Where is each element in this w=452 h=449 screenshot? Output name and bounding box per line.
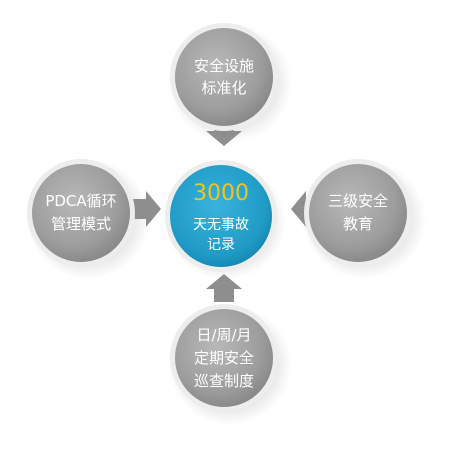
arrow-bottom-up-icon (206, 274, 242, 302)
node-top: 安全设施 标准化 (170, 23, 278, 131)
center-circle (170, 165, 272, 267)
node-top-line2: 标准化 (201, 79, 246, 97)
center-node: 3000 天无事故 记录 (165, 160, 277, 272)
node-right: 三级安全 教育 (304, 159, 412, 267)
node-top-circle (175, 28, 273, 126)
node-bottom-line1: 日/周/月 (196, 326, 251, 344)
node-right-line1: 三级安全 (328, 192, 388, 210)
node-top-line1: 安全设施 (194, 57, 254, 75)
node-right-circle (309, 164, 407, 262)
node-left-line2: 管理模式 (51, 215, 111, 233)
node-bottom-line3: 巡查制度 (194, 372, 254, 390)
node-bottom-line2: 定期安全 (194, 349, 254, 367)
node-left-circle (32, 164, 130, 262)
node-left-line1: PDCA循环 (45, 192, 116, 210)
center-number: 3000 (193, 181, 249, 206)
node-left: PDCA循环 管理模式 (27, 159, 135, 267)
node-bottom-circle (175, 309, 273, 407)
node-bottom: 日/周/月 定期安全 巡查制度 (170, 304, 278, 412)
center-line2: 记录 (207, 237, 235, 253)
center-line1: 天无事故 (193, 217, 249, 233)
node-right-line2: 教育 (343, 215, 373, 233)
arrow-left-right-icon (133, 191, 161, 227)
